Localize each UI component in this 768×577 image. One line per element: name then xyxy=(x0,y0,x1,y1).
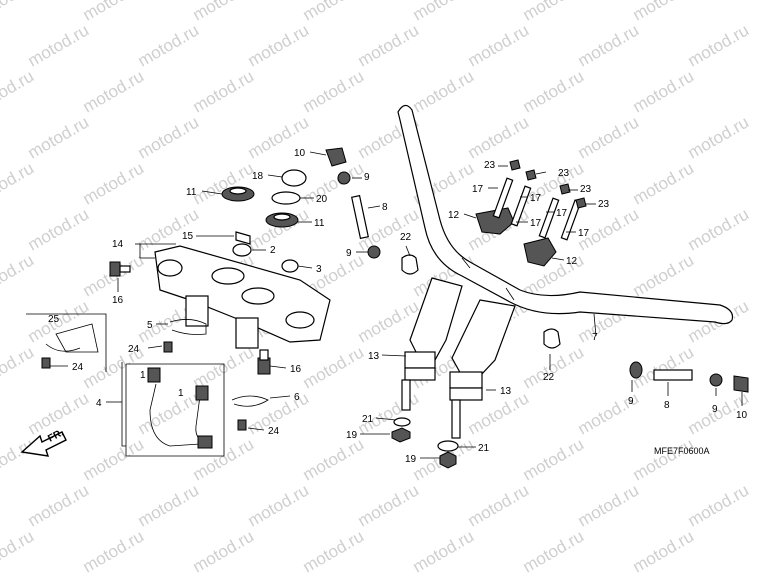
callout-1-right: 1 xyxy=(178,388,184,399)
harness-25[interactable] xyxy=(45,323,99,353)
callout-17-e: 17 xyxy=(578,228,590,239)
callout-5: 5 xyxy=(147,320,153,331)
nut-19-left[interactable] xyxy=(391,427,411,443)
washer-20[interactable] xyxy=(271,191,301,205)
callout-21-left: 21 xyxy=(362,414,374,425)
plate-15[interactable] xyxy=(235,231,251,245)
callout-14: 14 xyxy=(112,239,124,250)
bolt-17-a[interactable] xyxy=(492,177,514,219)
callout-24-mid: 24 xyxy=(128,344,140,355)
callout-15-upper: 15 xyxy=(182,231,194,242)
callout-17-b: 17 xyxy=(530,193,542,204)
nut-9-right-a[interactable] xyxy=(629,361,643,379)
callout-17-d: 17 xyxy=(556,208,568,219)
clamp-22-upper[interactable] xyxy=(401,254,419,275)
callout-10-right: 10 xyxy=(736,410,748,421)
callout-12-upper: 12 xyxy=(448,210,460,221)
callout-23-a: 23 xyxy=(484,160,496,171)
nut-9-middle[interactable] xyxy=(367,245,381,259)
callout-1-left: 1 xyxy=(140,370,146,381)
callout-25: 25 xyxy=(48,314,60,325)
callout-24-left: 24 xyxy=(72,362,84,373)
bolt-24-lower[interactable] xyxy=(237,419,247,431)
callout-22-lower: 22 xyxy=(543,372,555,383)
harness-5[interactable] xyxy=(169,319,207,335)
callout-9-upper: 9 xyxy=(364,172,370,183)
nut-11-lower[interactable] xyxy=(265,212,299,228)
harness-6[interactable] xyxy=(231,395,269,407)
callout-4: 4 xyxy=(96,398,102,409)
weight-8-upper[interactable] xyxy=(351,194,369,240)
callout-19-left: 19 xyxy=(346,430,358,441)
cap-18[interactable] xyxy=(281,169,307,187)
callout-12-lower: 12 xyxy=(566,256,578,267)
callout-16-left: 16 xyxy=(112,295,124,306)
bolt-17-c[interactable] xyxy=(538,197,560,239)
callout-19-right: 19 xyxy=(405,454,417,465)
nut-9-right-b[interactable] xyxy=(709,373,723,387)
callout-7: 7 xyxy=(592,332,598,343)
washer-21-left[interactable] xyxy=(393,417,411,427)
callout-21-right: 21 xyxy=(478,443,490,454)
cap-3[interactable] xyxy=(281,259,299,273)
diagram-code: MFE7F0600A xyxy=(654,446,710,456)
callout-6: 6 xyxy=(294,392,300,403)
bolt-24-mid[interactable] xyxy=(163,341,173,353)
callout-13-right: 13 xyxy=(500,386,512,397)
callout-13-left: 13 xyxy=(368,351,380,362)
fork-tube-right[interactable] xyxy=(449,299,516,439)
bolt-17-b[interactable] xyxy=(510,185,532,227)
callout-2: 2 xyxy=(270,245,276,256)
top-bridge[interactable] xyxy=(154,245,331,349)
callout-16-right: 16 xyxy=(290,364,302,375)
callout-11-lower: 11 xyxy=(314,218,325,229)
callout-17-c: 17 xyxy=(530,218,542,229)
front-arrow: FR. xyxy=(20,427,67,457)
nut-9-upper[interactable] xyxy=(337,171,351,185)
weight-8-right[interactable] xyxy=(653,369,693,381)
switch-assy-4[interactable] xyxy=(147,367,213,449)
callout-9-middle: 9 xyxy=(346,248,352,259)
callout-10-upper: 10 xyxy=(294,148,306,159)
holder-12-lower[interactable] xyxy=(523,237,557,267)
fork-tube-left[interactable] xyxy=(401,277,463,411)
callout-18: 18 xyxy=(252,171,264,182)
cap-2[interactable] xyxy=(232,243,252,257)
bolt-24-left[interactable] xyxy=(41,357,51,369)
callout-17-a: 17 xyxy=(472,184,484,195)
cap-23-b[interactable] xyxy=(525,169,537,181)
callout-23-d: 23 xyxy=(598,199,610,210)
cap-23-d[interactable] xyxy=(575,197,587,209)
washer-21-right[interactable] xyxy=(437,440,459,452)
callout-23-c: 23 xyxy=(580,184,592,195)
callout-9-right-b: 9 xyxy=(712,404,718,415)
callout-8-right: 8 xyxy=(664,400,670,411)
nut-11-upper[interactable] xyxy=(221,186,255,202)
callout-8-upper: 8 xyxy=(382,202,388,213)
handlebar[interactable] xyxy=(397,104,734,325)
leader-lines xyxy=(26,151,743,459)
callout-labels: 14 15 11 18 20 11 2 3 16 16 10 9 8 9 5 2… xyxy=(48,148,748,465)
clamp-22-lower[interactable] xyxy=(543,328,561,349)
callout-22-upper: 22 xyxy=(400,232,412,243)
bolt-16-left[interactable] xyxy=(109,261,131,277)
callout-20: 20 xyxy=(316,194,328,205)
cap-23-c[interactable] xyxy=(559,183,571,195)
bolt-16-right[interactable] xyxy=(257,349,271,375)
callout-3: 3 xyxy=(316,264,322,275)
switch-10-upper[interactable] xyxy=(325,147,347,167)
callout-24-lower: 24 xyxy=(268,426,280,437)
cap-23-a[interactable] xyxy=(509,159,521,171)
callout-11-upper: 11 xyxy=(186,187,197,198)
callout-9-right-a: 9 xyxy=(628,396,634,407)
callout-23-b: 23 xyxy=(558,168,570,179)
nut-19-right[interactable] xyxy=(439,451,457,469)
switch-10-right[interactable] xyxy=(733,375,749,393)
